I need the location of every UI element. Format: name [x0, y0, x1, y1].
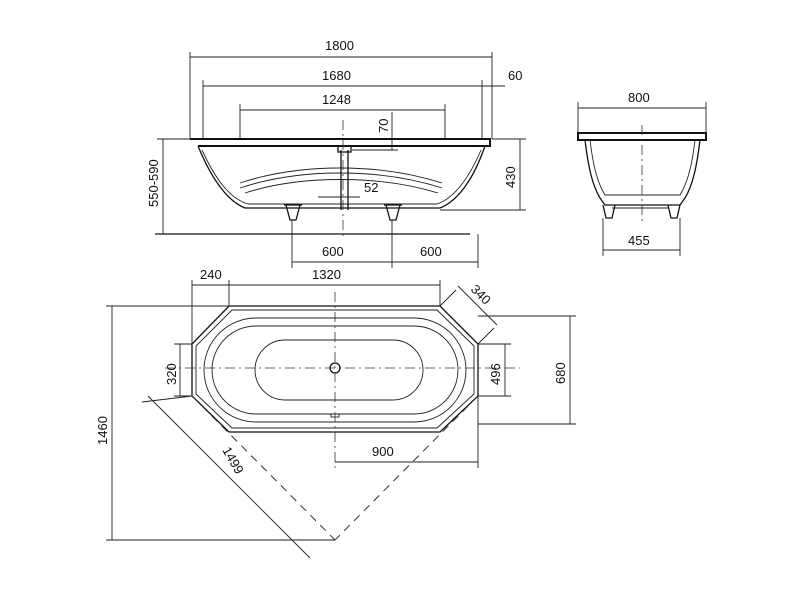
tub-rim	[190, 138, 491, 147]
dim-52-label: 52	[364, 180, 378, 195]
basin-inner	[254, 339, 424, 401]
dim-70-label: 70	[376, 119, 391, 133]
end-left-leg	[602, 204, 616, 219]
dim-430-label: 430	[503, 166, 518, 188]
corner-dashed-line-2	[334, 395, 479, 541]
corner-dashed-line-1	[191, 395, 336, 541]
dim-line-340	[457, 285, 498, 326]
dim-line-1499	[147, 395, 311, 559]
tub-bottom-curve	[239, 167, 443, 184]
dim-340-label: 340	[468, 282, 494, 308]
drain-pipe	[340, 150, 349, 210]
ext-line	[141, 395, 193, 403]
tub-body-outline	[197, 145, 486, 209]
end-rim	[577, 132, 707, 141]
dim-320-label: 320	[164, 363, 179, 385]
left-leg	[284, 204, 302, 221]
octagon-outline	[191, 305, 479, 433]
top-view: 240 1320 340 320 496 680 900 1460	[95, 267, 576, 559]
tub-inner-line	[201, 149, 482, 205]
dim-60-label: 60	[508, 68, 522, 83]
dim-1248-label: 1248	[322, 92, 351, 107]
dim-680-label: 680	[553, 362, 568, 384]
right-leg	[384, 204, 402, 221]
dim-1680-label: 1680	[322, 68, 351, 83]
ext-line	[439, 289, 457, 307]
tub-bottom-curve-2	[239, 172, 443, 189]
dim-600-right-label: 600	[420, 244, 442, 259]
ext-line	[477, 327, 495, 345]
dim-1800-label: 1800	[325, 38, 354, 53]
end-view: 800 455	[577, 90, 707, 256]
end-body-outline	[584, 139, 701, 206]
dim-800-label: 800	[628, 90, 650, 105]
dim-600-left-label: 600	[322, 244, 344, 259]
dim-1460-label: 1460	[95, 416, 110, 445]
dim-455-label: 455	[628, 233, 650, 248]
end-right-leg	[667, 204, 681, 219]
end-inner-line	[589, 139, 696, 196]
dim-550-590-label: 550-590	[146, 159, 161, 207]
side-view: 1800 1680 60 1248 70 52 550-590 430	[146, 38, 526, 268]
octagon-inner-outline	[195, 309, 475, 429]
dim-240-label: 240	[200, 267, 222, 282]
dim-1320-label: 1320	[312, 267, 341, 282]
dim-496-label: 496	[488, 363, 503, 385]
drain-top	[337, 145, 352, 153]
dim-900-label: 900	[372, 444, 394, 459]
